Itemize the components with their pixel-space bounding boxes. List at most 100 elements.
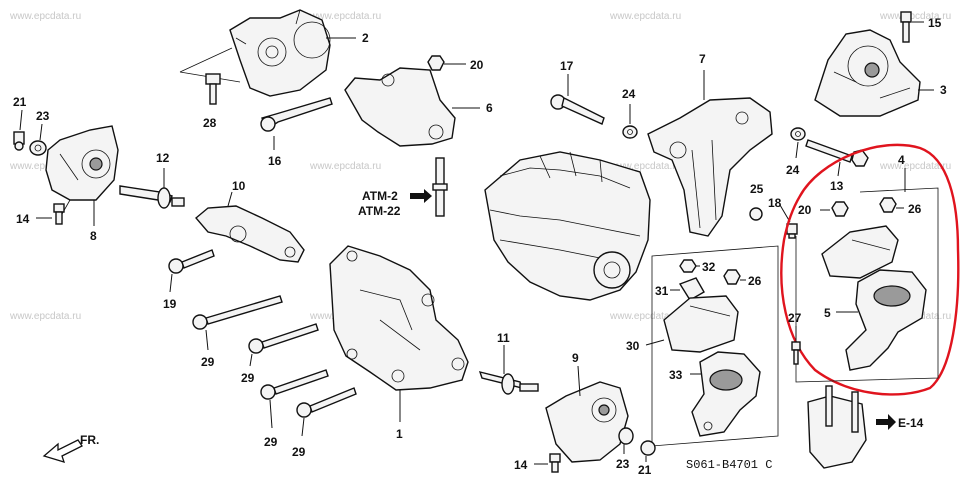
callout-29-d[interactable]: 29 (292, 445, 306, 459)
part-31-bracket[interactable] (678, 277, 705, 301)
atm-reference-arrow (410, 189, 432, 203)
callout-29-b[interactable]: 29 (241, 371, 255, 385)
callout-23-bottom[interactable]: 23 (616, 457, 630, 471)
callout-9[interactable]: 9 (572, 351, 579, 365)
callout-21-bottom[interactable]: 21 (638, 463, 652, 477)
part-2-mount-bracket[interactable] (229, 9, 331, 97)
part-10-torque-rod[interactable] (195, 205, 305, 263)
callout-1[interactable]: 1 (396, 427, 403, 441)
callout-26-right[interactable]: 26 (908, 202, 922, 216)
callout-14-bottom[interactable]: 14 (514, 458, 528, 472)
callout-27[interactable]: 27 (788, 311, 802, 325)
part-9-mount[interactable] (545, 381, 629, 463)
part-29-bolt-c[interactable] (260, 369, 329, 400)
part-4-upper-mount[interactable] (821, 225, 899, 279)
callout-25[interactable]: 25 (750, 182, 764, 196)
callout-32[interactable]: 32 (702, 260, 716, 274)
part-27-bolt[interactable] (791, 341, 801, 365)
callout-29-c[interactable]: 29 (264, 435, 278, 449)
stud-bolt-atm[interactable] (432, 157, 448, 217)
part-8-side-mount[interactable] (45, 125, 119, 215)
part-24-washer-right[interactable] (790, 127, 806, 141)
part-1-engine-bracket[interactable] (329, 245, 469, 391)
part-11-through-bolt[interactable] (478, 371, 539, 395)
callout-26-box[interactable]: 26 (748, 274, 762, 288)
callout-8[interactable]: 8 (90, 229, 97, 243)
watermark: www.epcdata.ru (609, 161, 681, 172)
drawing-code: S061-B4701 C (686, 458, 772, 472)
callout-2[interactable]: 2 (362, 31, 369, 45)
part-21-bolt[interactable] (13, 131, 25, 151)
reference-e-14[interactable]: E-14 (898, 416, 924, 430)
callout-4[interactable]: 4 (898, 153, 905, 167)
engine-block (484, 151, 651, 301)
callout-17[interactable]: 17 (560, 59, 574, 73)
part-29-bolt-d[interactable] (296, 387, 357, 418)
callout-31[interactable]: 31 (655, 284, 669, 298)
callout-10[interactable]: 10 (232, 179, 246, 193)
part-21-bolt-bottom[interactable] (640, 440, 656, 456)
callout-14-left[interactable]: 14 (16, 212, 30, 226)
watermark: www.epcdata.ru (309, 11, 381, 22)
part-19-bolt[interactable] (168, 249, 215, 274)
callout-24-right[interactable]: 24 (786, 163, 800, 177)
callout-16[interactable]: 16 (268, 154, 282, 168)
callout-6[interactable]: 6 (486, 101, 493, 115)
part-32-nut[interactable] (679, 259, 697, 273)
callout-28[interactable]: 28 (203, 116, 217, 130)
callout-18[interactable]: 18 (768, 196, 782, 210)
part-16-bolt[interactable] (260, 97, 333, 132)
callout-30[interactable]: 30 (626, 339, 640, 353)
part-12-through-bolt[interactable] (119, 185, 185, 209)
part-24-washer[interactable] (622, 125, 638, 139)
part-5-mount-body[interactable] (845, 269, 927, 371)
callout-7[interactable]: 7 (699, 52, 706, 66)
watermark: www.epcdata.ru (609, 311, 681, 322)
callout-12[interactable]: 12 (156, 151, 170, 165)
part-20-nut[interactable] (427, 55, 445, 71)
leader-line (39, 123, 43, 141)
callout-5[interactable]: 5 (824, 306, 831, 320)
bracket-e14[interactable] (807, 385, 867, 469)
part-23-washer[interactable] (29, 140, 47, 156)
reference-atm-2[interactable]: ATM-2 (362, 189, 398, 203)
part-15-bolt[interactable] (900, 11, 912, 43)
callout-29-a[interactable]: 29 (201, 355, 215, 369)
part-6-bracket[interactable] (344, 67, 456, 147)
front-label: FR. (80, 433, 99, 447)
reference-atm-22[interactable]: ATM-22 (358, 204, 401, 218)
part-26-nut-right[interactable] (879, 197, 897, 213)
callout-23-left[interactable]: 23 (36, 109, 50, 123)
part-26-nut[interactable] (723, 269, 741, 285)
callout-19[interactable]: 19 (163, 297, 177, 311)
front-direction-arrow (42, 439, 83, 463)
callout-13[interactable]: 13 (830, 179, 844, 193)
part-3-rear-mount[interactable] (814, 29, 921, 117)
part-20-nut-right[interactable] (831, 201, 849, 217)
callout-20-top[interactable]: 20 (470, 58, 484, 72)
part-13-bolt[interactable] (805, 139, 869, 167)
leader-line (577, 365, 581, 397)
part-14-bolt-bottom[interactable] (549, 453, 561, 473)
e14-reference-arrow (876, 414, 896, 430)
part-17-bolt[interactable] (550, 94, 605, 125)
part-28-bolt[interactable] (205, 73, 221, 105)
part-7-front-bracket[interactable] (647, 97, 773, 237)
callout-3[interactable]: 3 (940, 83, 947, 97)
watermark: www.epcdata.ru (9, 161, 81, 172)
callout-20-right[interactable]: 20 (798, 203, 812, 217)
part-29-bolt-b[interactable] (248, 323, 319, 354)
part-33-lower-mount[interactable] (691, 351, 761, 437)
callout-11[interactable]: 11 (497, 331, 510, 345)
callout-15[interactable]: 15 (928, 16, 942, 30)
callout-21-left[interactable]: 21 (13, 95, 27, 109)
leader-line (837, 161, 841, 177)
part-30-upper-mount[interactable] (663, 295, 739, 353)
part-14-bolt-left[interactable] (53, 203, 65, 225)
part-23-washer-bottom[interactable] (618, 427, 634, 445)
mount-assembly-group (651, 245, 779, 447)
part-25-washer[interactable] (749, 207, 763, 221)
part-29-bolt-a[interactable] (192, 295, 283, 330)
callout-24-top[interactable]: 24 (622, 87, 636, 101)
callout-33[interactable]: 33 (669, 368, 683, 382)
